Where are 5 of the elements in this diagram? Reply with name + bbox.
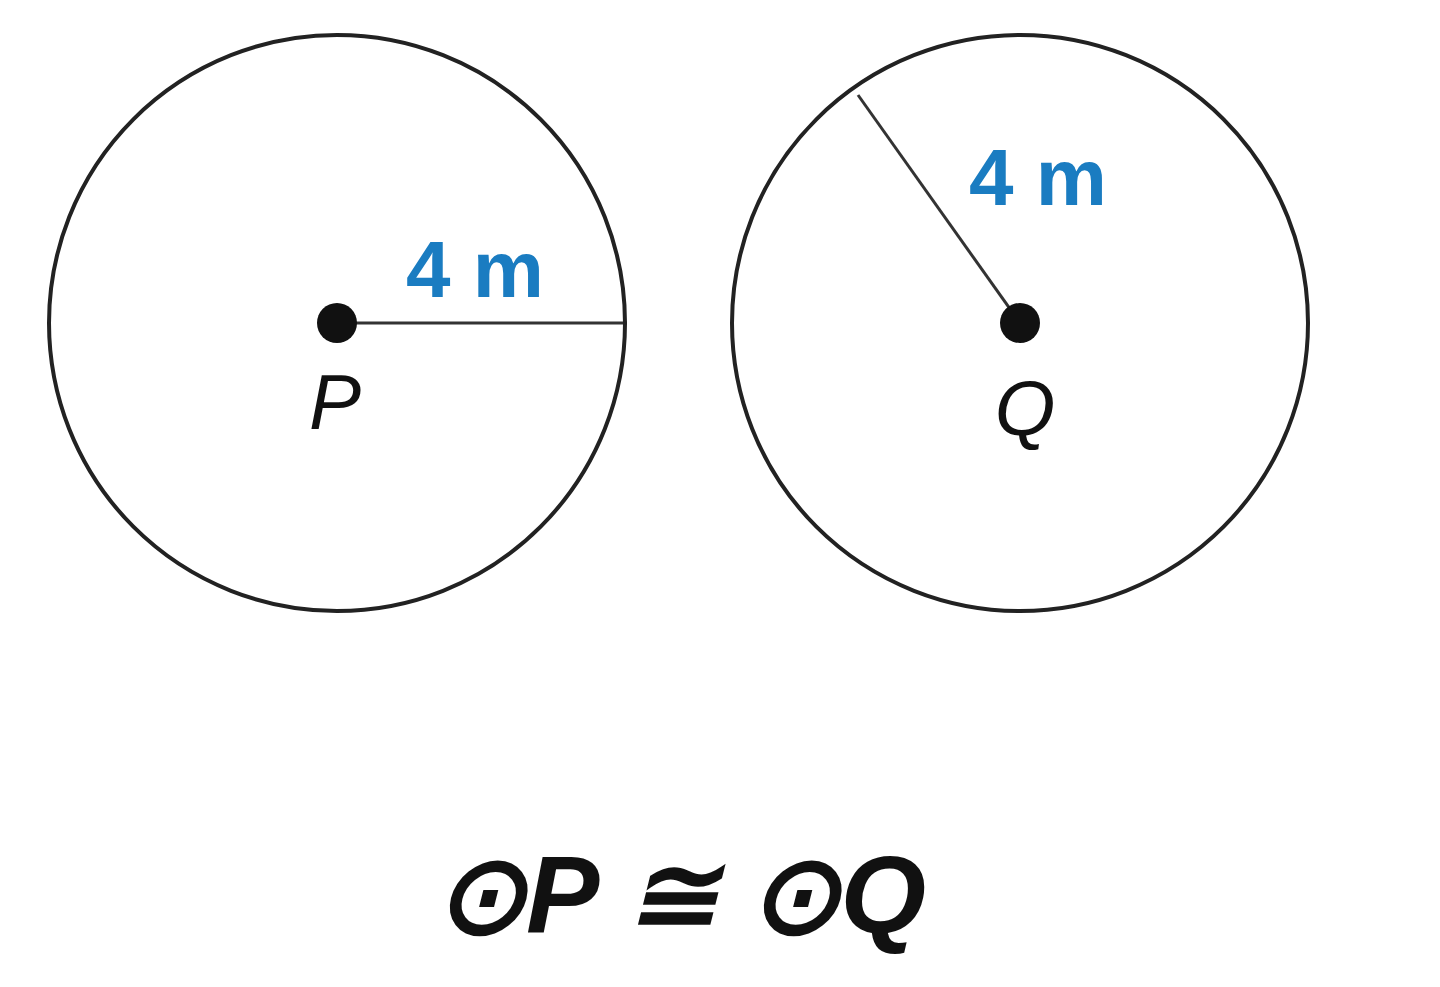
circle [47, 33, 627, 613]
point-label: P [309, 363, 361, 441]
radius-length: 4 m [969, 138, 1107, 218]
radius-length: 4 m [406, 230, 544, 310]
circle [730, 33, 1310, 613]
